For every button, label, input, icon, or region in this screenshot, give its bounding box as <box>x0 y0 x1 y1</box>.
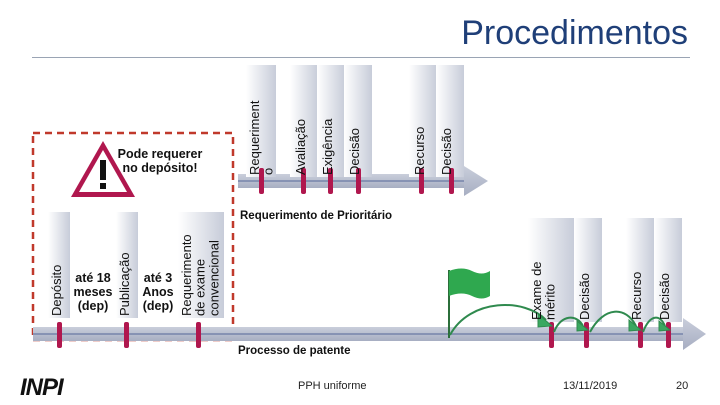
patent-step-recurso: Recurso <box>629 271 644 320</box>
patent-track-label: Processo de patente <box>238 345 351 357</box>
curved-arrow-heads <box>537 312 672 332</box>
flag-icon <box>448 268 490 338</box>
patent-markers <box>57 322 671 348</box>
title-divider <box>32 57 690 58</box>
page-title: Procedimentos <box>461 14 688 52</box>
patent-interval-3-anos: até 3 Anos (dep) <box>142 271 174 313</box>
priority-step-requerimento: Requeriment o <box>247 100 276 175</box>
early-step-boxes <box>48 212 224 318</box>
priority-markers <box>259 168 454 194</box>
priority-step-exigencia: Exigência <box>320 118 335 175</box>
priority-track-label: Requerimento de Prioritário <box>240 210 393 222</box>
warning-icon <box>71 141 135 197</box>
patent-step-deposito: Depósito <box>49 264 64 316</box>
footer-center-text: PPH uniforme <box>298 380 367 392</box>
priority-step-avaliacao: Avaliação <box>293 118 308 175</box>
patent-step-publicacao: Publicação <box>117 252 132 316</box>
patent-interval-18-meses: até 18 meses (dep) <box>73 271 113 313</box>
footer-date: 13/11/2019 <box>563 380 618 392</box>
priority-step-decisao-2: Decisão <box>439 128 454 175</box>
patent-step-requerimento-exame: Requerimento de exame convencional <box>179 234 222 316</box>
patent-step-exame-merito: Exame de mérito <box>529 261 558 320</box>
patent-track-arrow <box>33 318 706 350</box>
patent-step-decisao-2: Decisão <box>657 273 672 320</box>
late-step-boxes <box>528 218 682 322</box>
inpi-logo: INPI <box>20 374 64 401</box>
footer-page-number: 20 <box>676 380 689 392</box>
warning-text: Pode requerer no depósito! <box>117 147 203 175</box>
priority-step-boxes <box>246 65 464 177</box>
patent-step-decisao-1: Decisão <box>577 273 592 320</box>
priority-track-arrow <box>238 166 488 196</box>
priority-step-recurso: Recurso <box>412 126 427 175</box>
priority-step-decisao-1: Decisão <box>347 128 362 175</box>
